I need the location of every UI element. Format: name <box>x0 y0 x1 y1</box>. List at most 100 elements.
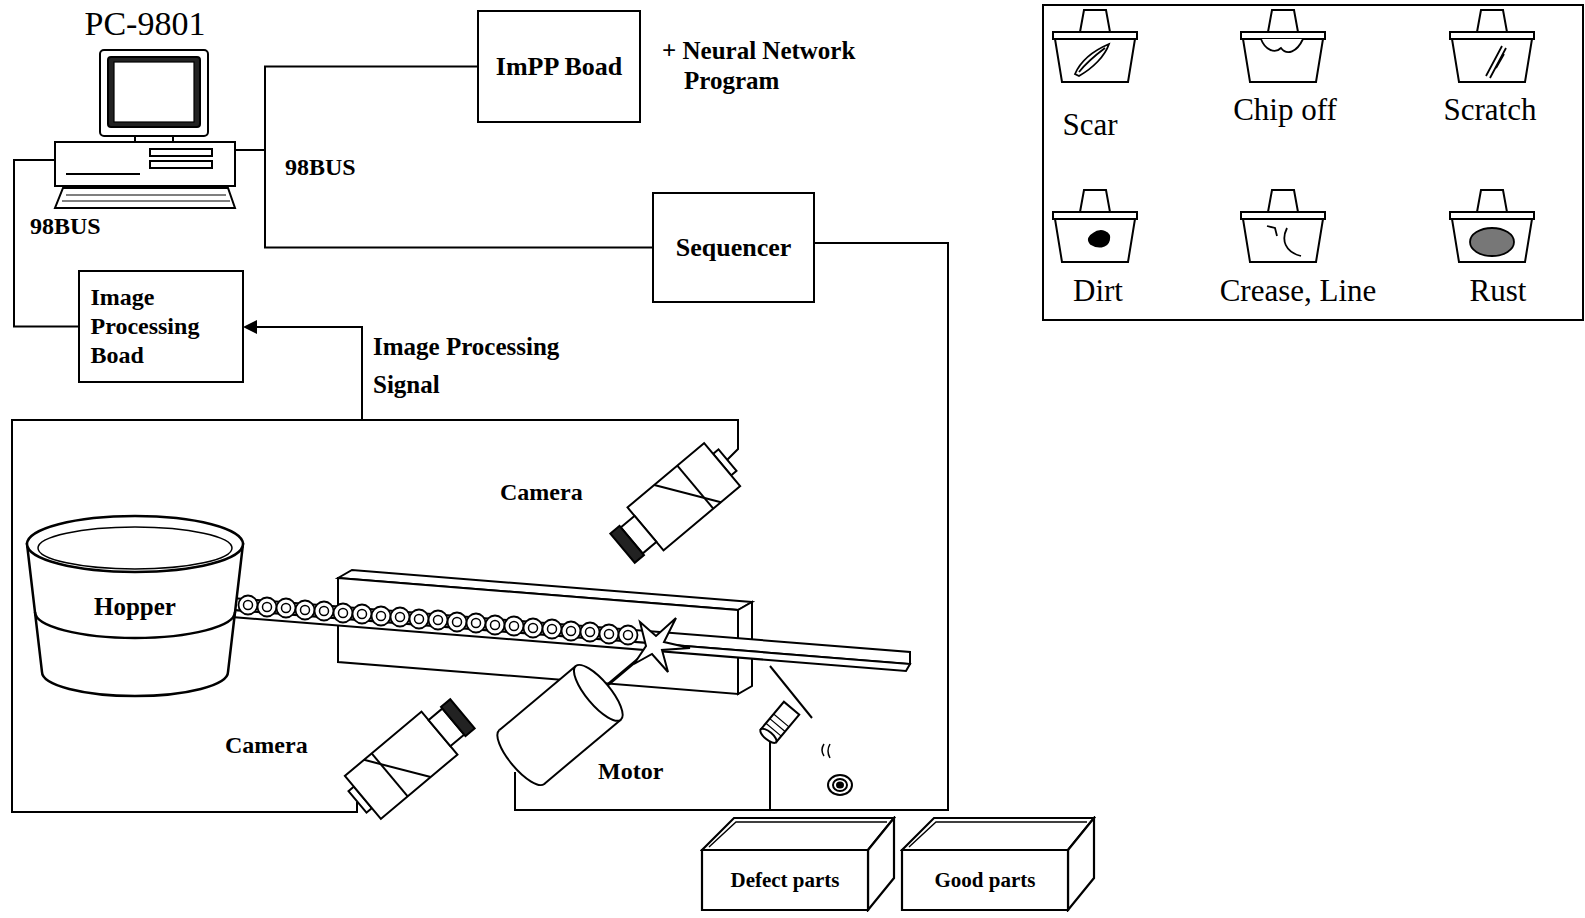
computer: PC-9801 <box>55 4 235 212</box>
sensor <box>822 744 830 758</box>
part-row <box>391 608 410 627</box>
feeder-rail <box>232 610 910 671</box>
defect-mark <box>1075 44 1109 76</box>
computer-illustration <box>114 62 194 122</box>
part-row <box>239 596 258 615</box>
camera <box>340 692 481 823</box>
board-box: ImPP Boad <box>477 10 641 123</box>
sensor <box>758 726 778 745</box>
bin-outline <box>702 818 894 850</box>
bin-outline <box>902 850 1068 910</box>
computer-illustration <box>62 195 230 201</box>
sensor <box>828 775 852 795</box>
defect-mark <box>1075 39 1514 256</box>
part-row <box>410 610 429 629</box>
bin-face: Good parts <box>902 850 1068 910</box>
defect-label: Scar <box>1062 106 1117 143</box>
defect-icon <box>1450 10 1534 82</box>
bin-outline <box>702 850 868 910</box>
part-row <box>448 613 467 632</box>
bin-outline <box>909 822 1087 847</box>
bus-line <box>235 150 652 248</box>
part-row <box>277 599 296 618</box>
computer-illustration <box>55 188 235 208</box>
camera <box>610 526 644 563</box>
part-row <box>353 605 372 624</box>
part-row <box>505 617 524 636</box>
bin-outline <box>868 818 894 910</box>
hopper-outline <box>38 527 232 569</box>
defect-icon <box>1241 190 1325 262</box>
part-row <box>258 598 277 617</box>
defect-label: Scratch <box>1444 91 1537 128</box>
program-note: + Neural Network Program <box>662 36 914 96</box>
sensor <box>837 783 843 788</box>
part-row <box>315 602 334 621</box>
defect-icon <box>1053 10 1534 262</box>
sensor <box>758 702 799 745</box>
part-row <box>372 607 391 626</box>
computer-illustration <box>55 50 235 208</box>
defect-panel <box>1043 5 1583 320</box>
node-text: Sequencer <box>676 233 792 263</box>
sequencer-box: Sequencer <box>652 192 815 303</box>
hopper: Hopper <box>22 512 248 702</box>
bin-outline <box>702 818 894 910</box>
signal-wire <box>254 327 362 420</box>
computer-illustration <box>66 173 140 175</box>
defect-mark <box>1261 39 1303 52</box>
defect-label: Chip off <box>1233 91 1337 128</box>
bin-outline <box>709 822 887 847</box>
camera <box>441 699 475 736</box>
part-row <box>543 620 562 639</box>
part-row <box>239 596 638 645</box>
sensor <box>758 666 852 795</box>
node-text: Hopper <box>94 593 176 622</box>
defect-mark <box>1079 48 1105 72</box>
part-row <box>334 604 353 623</box>
camera <box>654 459 721 528</box>
rejector-flap <box>634 618 690 672</box>
computer-illustration <box>150 149 212 156</box>
part-row <box>429 611 448 630</box>
part-label: Motor <box>598 757 663 786</box>
part-row <box>296 601 315 620</box>
bus-line <box>235 67 477 151</box>
node-text: PC-9801 <box>85 4 206 43</box>
node-text: Image Processing Boad <box>91 283 232 370</box>
defect-mark <box>1470 228 1514 256</box>
defect-mark <box>1089 231 1109 247</box>
defect-mark <box>1486 46 1506 78</box>
feeder-rail <box>232 598 910 664</box>
node-text: Defect parts <box>730 868 839 892</box>
part-row <box>524 619 543 638</box>
defect-icon <box>1450 190 1534 262</box>
part-row <box>562 622 581 641</box>
camera <box>372 753 408 796</box>
part-row <box>467 614 486 633</box>
camera <box>364 734 431 803</box>
computer-illustration <box>55 142 235 186</box>
part-row <box>486 616 505 635</box>
node-text: ImPP Boad <box>496 52 622 82</box>
part-label: Camera <box>225 731 308 760</box>
board-box: Image Processing Boad <box>78 270 244 383</box>
camera <box>677 466 713 509</box>
part-row <box>619 626 638 645</box>
signal-wire <box>12 243 948 812</box>
defect-label: Rust <box>1470 272 1527 309</box>
defect-icon <box>1053 10 1137 82</box>
signal-label: Image Processing Signal <box>373 328 618 404</box>
computer-illustration <box>150 161 212 168</box>
bin-face: Defect parts <box>702 850 868 910</box>
parts-bin: Good parts <box>900 816 1096 912</box>
motor <box>499 666 576 730</box>
defect-icon <box>1053 190 1137 262</box>
defect-mark <box>1267 226 1301 256</box>
defect-label: Crease, Line <box>1220 272 1377 309</box>
feeder-rail <box>232 598 910 671</box>
